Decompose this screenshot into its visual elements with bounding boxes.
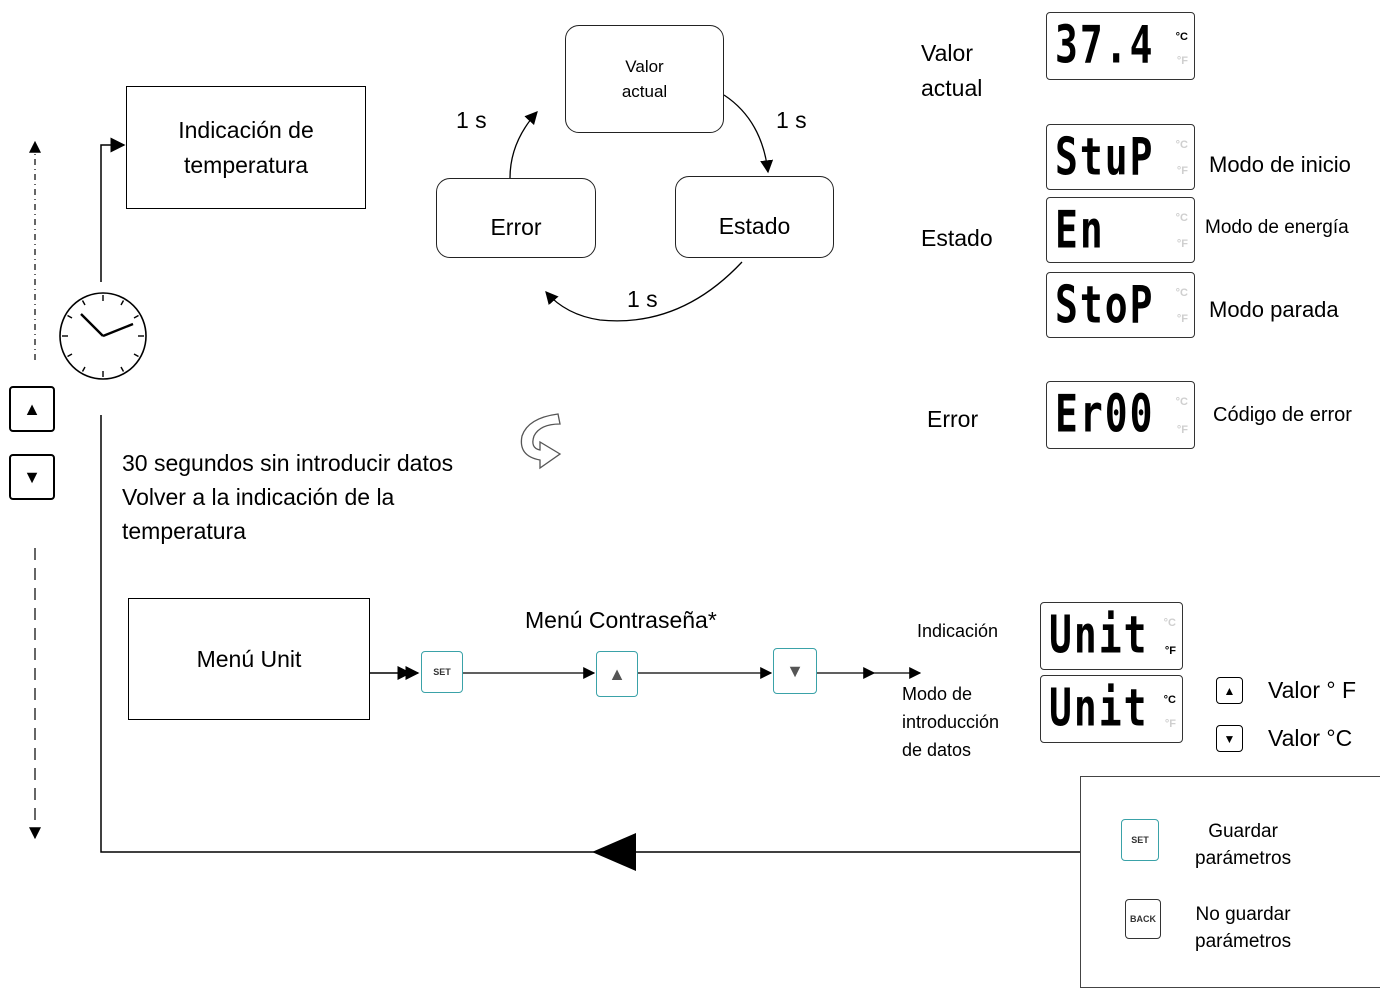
cycle-time-bottom: 1 s [627, 286, 658, 312]
lcd-unit-f-celsius: °C [1163, 617, 1176, 629]
legend-set-key-icon: SET [1121, 819, 1159, 861]
cycle-error-text: Error [490, 213, 542, 240]
lcd-unit-f-digits: Unit [1049, 605, 1149, 665]
label-valor-actual: Valor actual [921, 40, 983, 101]
lcd-unit-c-digits: Unit [1049, 678, 1149, 738]
label-valor-f: Valor ° F [1268, 677, 1357, 703]
lcd-unit-c-fahrenheit: °F [1164, 718, 1176, 730]
timeout-line-1: 30 segundos sin introducir datos [122, 450, 454, 476]
lcd-stop-celsius: °C [1175, 287, 1188, 299]
set-key-icon: SET [421, 651, 463, 693]
lcd-unit-f-fahrenheit: °F [1164, 645, 1176, 657]
password-menu-label: Menú Contraseña* [525, 607, 717, 633]
lcd-stup-celsius: °C [1175, 139, 1188, 151]
cycle-valor-actual-text: Valor actual [621, 56, 668, 102]
lcd-stop: StoP °C °F [1046, 272, 1195, 338]
arrow-up-small-key-icon: ▲ [1216, 677, 1243, 704]
cycle-valor-actual-box: Valor actual [565, 25, 724, 133]
temperature-indication-text: Indicación de temperatura [178, 117, 314, 178]
timeout-line-2: Volver a la indicación de la [122, 484, 395, 510]
lcd-er00-fahrenheit: °F [1176, 424, 1188, 436]
lcd-en-digits: En [1055, 200, 1105, 260]
cycle-time-right: 1 s [776, 107, 807, 133]
label-modo-parada: Modo parada [1209, 297, 1339, 322]
label-valor-c: Valor °C [1268, 725, 1353, 751]
lcd-unit-c: Unit °C °F [1040, 675, 1183, 743]
lcd-valor-actual-digits: 37.4 [1055, 15, 1155, 75]
lcd-er00: Er00 °C °F [1046, 381, 1195, 449]
curved-arrow-icon [520, 413, 562, 470]
legend-back-text: No guardar parámetros [1195, 904, 1292, 952]
lcd-unit-c-celsius: °C [1163, 694, 1176, 706]
left-flow-line-bottom [100, 415, 1080, 853]
label-error: Error [927, 406, 979, 432]
cycle-arc-right [723, 94, 774, 174]
cycle-error-box: Error [436, 178, 596, 258]
lcd-stop-digits: StoP [1055, 275, 1155, 335]
clock-icon [59, 292, 147, 380]
cycle-estado-box: Estado [675, 176, 834, 258]
cycle-arc-bottom [545, 261, 743, 322]
lcd-stup-fahrenheit: °F [1176, 165, 1188, 177]
arrow-up-teal-key-icon: ▲ [596, 651, 638, 697]
lcd-er00-digits: Er00 [1055, 384, 1155, 444]
lcd-en-fahrenheit: °F [1176, 238, 1188, 250]
temperature-indication-box: Indicación de temperatura [126, 86, 366, 209]
legend-set-text: Guardar parámetros [1195, 821, 1292, 869]
label-modo-energia: Modo de energía [1205, 217, 1349, 238]
lcd-stup: StuP °C °F [1046, 124, 1195, 190]
cycle-arc-left [509, 111, 538, 179]
lcd-en: En °C °F [1046, 197, 1195, 263]
legend-box: SET Guardar parámetros BACK No guardar p… [1080, 776, 1380, 988]
lcd-valor-actual-fahrenheit: °F [1176, 55, 1188, 67]
legend-back-key-icon: BACK [1125, 899, 1161, 939]
cycle-estado-text: Estado [718, 212, 791, 239]
lcd-valor-actual-celsius: °C [1175, 31, 1188, 43]
lcd-valor-actual: 37.4 °C °F [1046, 12, 1195, 80]
lcd-stup-digits: StuP [1055, 127, 1155, 187]
arrow-down-teal-key-icon: ▼ [773, 648, 817, 694]
label-estado: Estado [921, 225, 993, 251]
left-flow-line-top [100, 137, 126, 282]
arrow-down-key-icon: ▼ [9, 454, 55, 500]
label-modo-inicio: Modo de inicio [1209, 152, 1351, 177]
label-indicacion: Indicación [917, 621, 999, 641]
label-modo-introduccion: Modo de introducción de datos [902, 684, 1000, 760]
cycle-time-left: 1 s [456, 107, 487, 133]
lcd-unit-f: Unit °C °F [1040, 602, 1183, 670]
unit-menu-text: Menú Unit [196, 645, 302, 672]
arrow-up-key-icon: ▲ [9, 386, 55, 432]
lcd-en-celsius: °C [1175, 212, 1188, 224]
unit-menu-box: Menú Unit [128, 598, 370, 720]
lcd-stop-fahrenheit: °F [1176, 313, 1188, 325]
timeout-line-3: temperatura [122, 518, 247, 544]
label-codigo-error: Código de error [1213, 404, 1352, 426]
lcd-er00-celsius: °C [1175, 396, 1188, 408]
return-arrowhead [592, 833, 636, 871]
arrow-down-small-key-icon: ▼ [1216, 725, 1243, 752]
